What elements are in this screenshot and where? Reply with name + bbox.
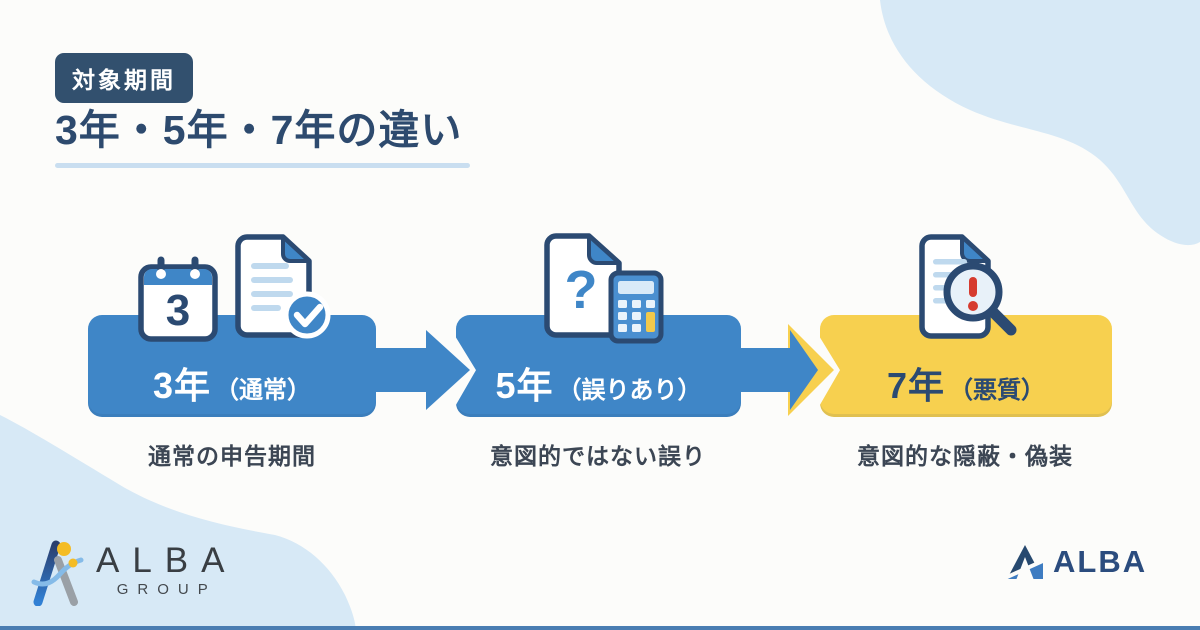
alba-group-logo-mark-icon	[31, 540, 84, 606]
bottom-left-blob	[0, 415, 356, 630]
alba-group-wordmark: ALBA	[96, 541, 238, 580]
arrow-right-double-icon	[740, 324, 834, 416]
calendar-day-number: 3	[166, 286, 190, 335]
step-caption-7years: 意図的な隠蔽・偽装	[857, 443, 1073, 469]
period-badge: 対象期間	[55, 53, 193, 103]
arrow-blue-layer	[790, 330, 818, 410]
calculator-icon	[608, 270, 664, 344]
step-caption-5years: 意図的ではない誤り	[490, 443, 706, 469]
magnifier-handle	[986, 305, 1017, 336]
top-right-blob	[880, 0, 1200, 246]
step-box-3years: 3年（通常）	[88, 315, 376, 417]
step-term: 7年	[886, 365, 946, 406]
step-qualifier: （通常）	[215, 377, 312, 404]
step-qualifier: （悪質）	[949, 377, 1046, 404]
alba-logo: ALBA	[1006, 544, 1147, 580]
alba-group-subtext: GROUP	[116, 581, 217, 598]
alert-exclamation	[969, 277, 977, 297]
checkmark	[293, 303, 324, 328]
alba-group-logo: ALBA GROUP	[30, 536, 238, 606]
step-term: 5年	[495, 365, 554, 406]
document-check-icon	[235, 234, 331, 339]
step-label: 7年（悪質）	[820, 357, 1112, 409]
bottom-border-strip	[0, 626, 1200, 630]
step-label: 3年（通常）	[88, 357, 376, 409]
document-alert-magnifier-icon	[919, 234, 1017, 339]
alba-wordmark: ALBA	[1053, 544, 1148, 579]
step-caption-3years: 通常の申告期間	[148, 443, 316, 469]
title-underline	[55, 163, 470, 168]
question-glyph: ?	[565, 260, 598, 320]
step-term: 3年	[152, 365, 212, 406]
alba-logo-mark-icon	[1006, 545, 1044, 580]
calendar-day-3-icon: 3	[138, 256, 218, 342]
step-qualifier: （誤りあり）	[557, 377, 702, 404]
step-label: 5年（誤りあり）	[456, 357, 741, 409]
page-title: 3年・5年・7年の違い	[55, 107, 463, 153]
calculator-yellow-key	[646, 312, 655, 332]
arrow-right-icon	[376, 330, 470, 410]
